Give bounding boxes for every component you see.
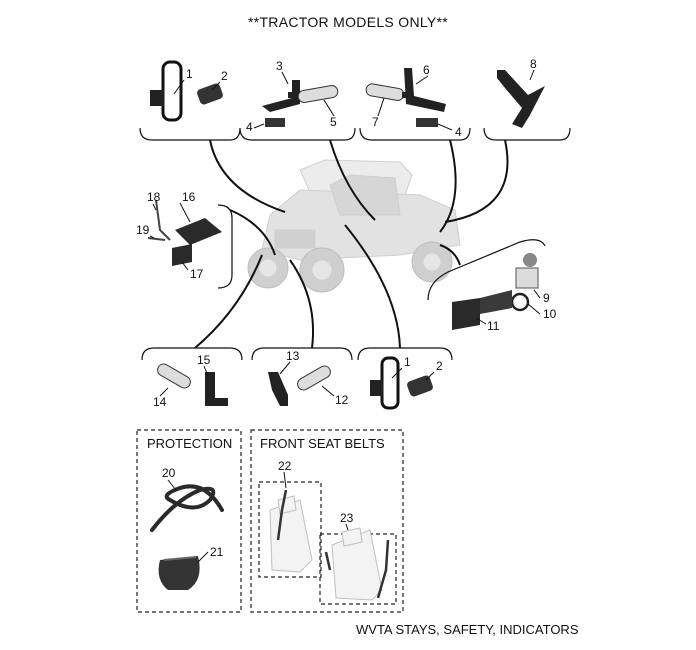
callout-8: 8 [530,57,537,71]
callout-3: 3 [276,59,283,73]
hose-part-20 [152,486,222,530]
callout-20: 20 [162,466,176,480]
callout-7: 7 [372,115,379,129]
tow-ball-part-9 [516,253,538,288]
mirror-mount-part-2-bottom [406,374,434,397]
mirror-mount-part-2-top [196,82,224,105]
fastener-part-19 [148,238,165,240]
ring-part-10 [512,294,528,310]
seat-part-23 [332,528,382,600]
bracket-part-15 [205,372,228,406]
indicator-part-12 [295,364,332,392]
callout-11: 11 [487,319,500,333]
bracket-group-top [140,128,570,140]
callout-1-top: 1 [186,67,193,81]
callout-4-right: 4 [455,125,462,139]
callout-6: 6 [423,63,430,77]
stay-part-18 [156,200,170,240]
callout-1-bottom: 1 [404,355,411,369]
plate-bracket-part-16 [175,218,222,245]
callout-18: 18 [147,190,161,204]
front-seat-belts-label: FRONT SEAT BELTS [260,436,385,451]
callout-9: 9 [543,291,550,305]
callout-22: 22 [278,459,292,473]
protection-label: PROTECTION [147,436,232,451]
bracket-part-13 [268,372,288,406]
cap-part-21 [159,556,200,590]
license-bracket-part-8 [497,70,545,128]
callout-4-left: 4 [246,120,253,134]
indicator-part-7 [365,83,412,101]
callout-16: 16 [182,190,196,204]
callout-15: 15 [197,353,211,367]
callout-21: 21 [210,545,224,559]
reflector-part-4-right [416,118,438,127]
callout-13: 13 [286,349,300,363]
utv-vehicle-illustration [248,160,460,292]
callout-14: 14 [153,395,167,409]
callout-10: 10 [543,307,557,321]
indicator-part-14 [155,362,192,390]
callout-2-bottom: 2 [436,359,443,373]
hitch-receiver-part-11 [452,290,512,330]
diagram-caption: WVTA STAYS, SAFETY, INDICATORS [356,622,579,637]
callout-23: 23 [340,511,354,525]
callout-2-top: 2 [221,69,228,83]
callout-17: 17 [190,267,204,281]
reflector-part-4-left [265,118,285,127]
seat-part-22 [270,496,312,572]
callout-12: 12 [335,393,349,407]
callout-19: 19 [136,223,150,237]
callout-5: 5 [330,115,337,129]
mirror-part-1-bottom [370,358,398,408]
